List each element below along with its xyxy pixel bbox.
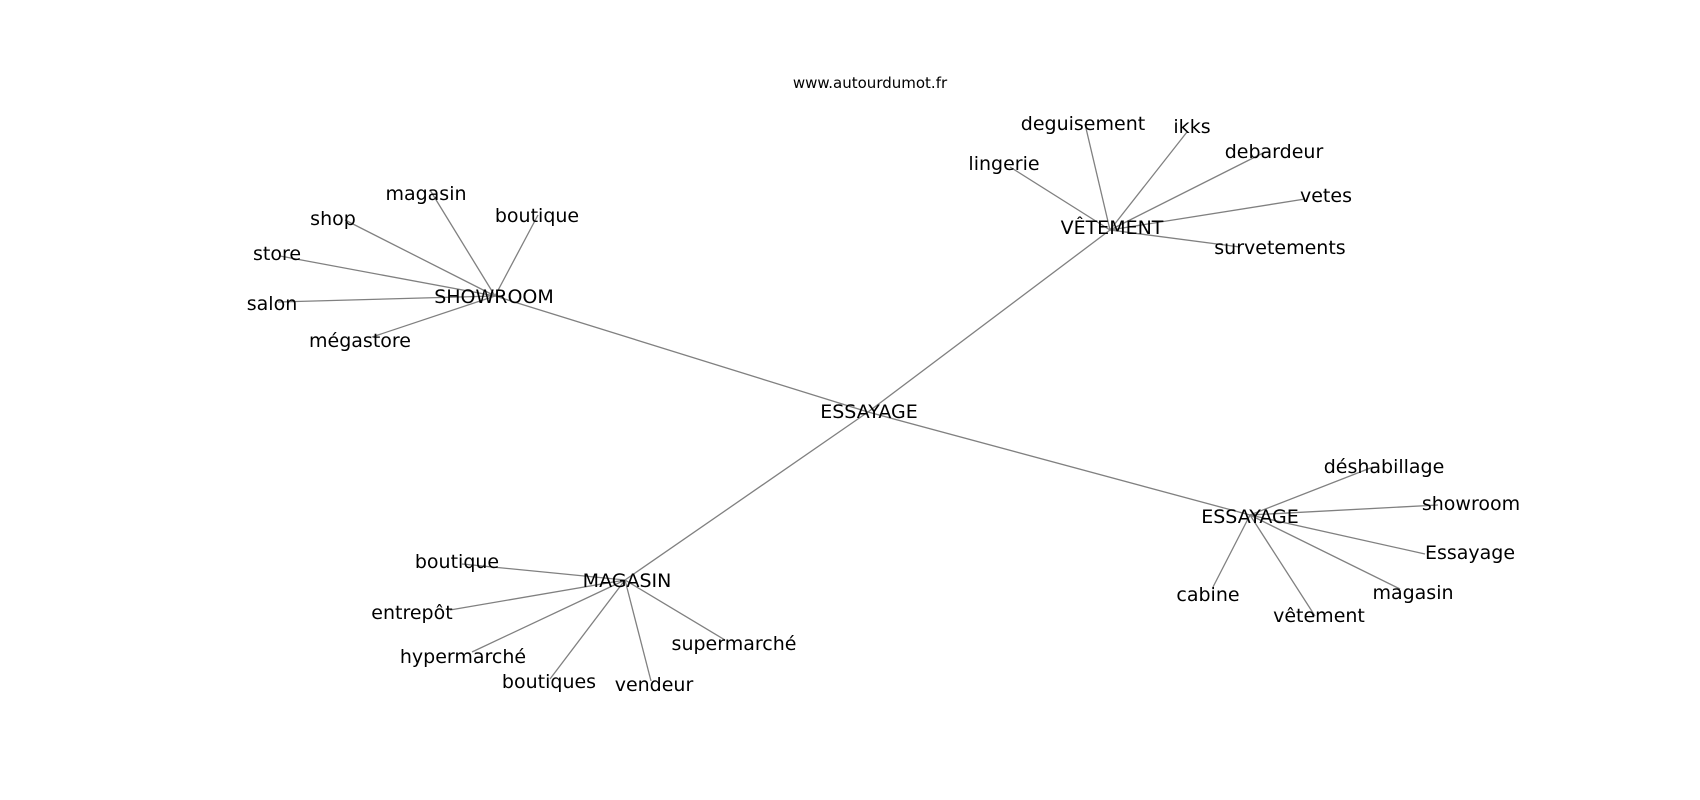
leaf-node-label: deguisement (1021, 113, 1145, 135)
hub-leaf-edge (1249, 466, 1374, 516)
hub-leaf-edge (624, 579, 652, 682)
leaf-node-label: déshabillage (1324, 456, 1445, 478)
leaf-node-label: magasin (385, 183, 466, 205)
leaf-node-label: Essayage (1425, 542, 1515, 564)
leaf-node-label: mégastore (309, 330, 411, 352)
hub-leaf-edge (549, 579, 626, 680)
hub-leaf-edge (494, 214, 539, 297)
leaf-node-label: ikks (1173, 116, 1210, 138)
hub-leaf-edge (1249, 514, 1316, 617)
center-hub-edge (867, 229, 1111, 413)
hub-leaf-edge (1249, 514, 1426, 555)
hub-leaf-edge (429, 189, 496, 297)
leaf-node-label: boutique (415, 551, 499, 573)
hub-leaf-edge (1249, 504, 1439, 516)
hub-leaf-edge (1109, 151, 1266, 231)
hub-leaf-edge (371, 295, 496, 338)
leaf-node-label: store (253, 243, 301, 265)
leaf-node-label: supermarché (672, 633, 797, 655)
center-hub-edge (494, 295, 869, 413)
graph-labels: ESSAYAGE SHOWROOM magasin shop boutique store… (247, 113, 1520, 696)
hub-leaf-edge (1109, 198, 1306, 231)
center-hub-edge (624, 411, 869, 581)
hub-leaf-edge (277, 295, 496, 303)
leaf-node-label: survetements (1214, 237, 1345, 259)
hub-leaf-edge (1009, 166, 1111, 231)
hub-leaf-edge (1109, 229, 1241, 248)
hub-leaf-edge (279, 255, 496, 297)
leaf-node-label: vendeur (615, 674, 694, 696)
leaf-node-label: salon (247, 293, 298, 315)
hub-node-label: ESSAYAGE (1201, 506, 1299, 528)
leaf-node-label: shop (310, 208, 356, 230)
leaf-node-label: hypermarché (400, 646, 526, 668)
hub-leaf-edge (624, 579, 726, 641)
source-url: www.autourdumot.fr (793, 74, 948, 92)
hub-node-label: VÊTEMENT (1061, 216, 1164, 239)
leaf-node-label: lingerie (968, 153, 1039, 175)
hub-node-label: MAGASIN (583, 570, 672, 592)
hub-leaf-edge (1084, 123, 1111, 231)
hub-leaf-edge (1212, 514, 1251, 588)
leaf-node-label: cabine (1176, 584, 1239, 606)
hub-leaf-edge (1249, 514, 1401, 590)
graph-edges (277, 123, 1439, 682)
leaf-node-label: debardeur (1225, 141, 1324, 163)
leaf-node-label: boutique (495, 205, 579, 227)
leaf-node-label: vetes (1300, 185, 1352, 207)
hub-leaf-edge (344, 219, 496, 297)
center-node-label: ESSAYAGE (820, 401, 918, 423)
leaf-node-label: showroom (1422, 493, 1520, 515)
leaf-node-label: entrepôt (371, 602, 452, 624)
leaf-node-label: vêtement (1273, 605, 1365, 627)
leaf-node-label: magasin (1372, 582, 1453, 604)
hub-leaf-edge (449, 579, 626, 611)
hub-leaf-edge (461, 563, 626, 581)
hub-leaf-edge (471, 579, 626, 653)
hub-node-label: SHOWROOM (434, 286, 554, 308)
hub-leaf-edge (1109, 131, 1188, 231)
center-hub-edge (867, 411, 1251, 516)
leaf-node-label: boutiques (502, 671, 596, 693)
